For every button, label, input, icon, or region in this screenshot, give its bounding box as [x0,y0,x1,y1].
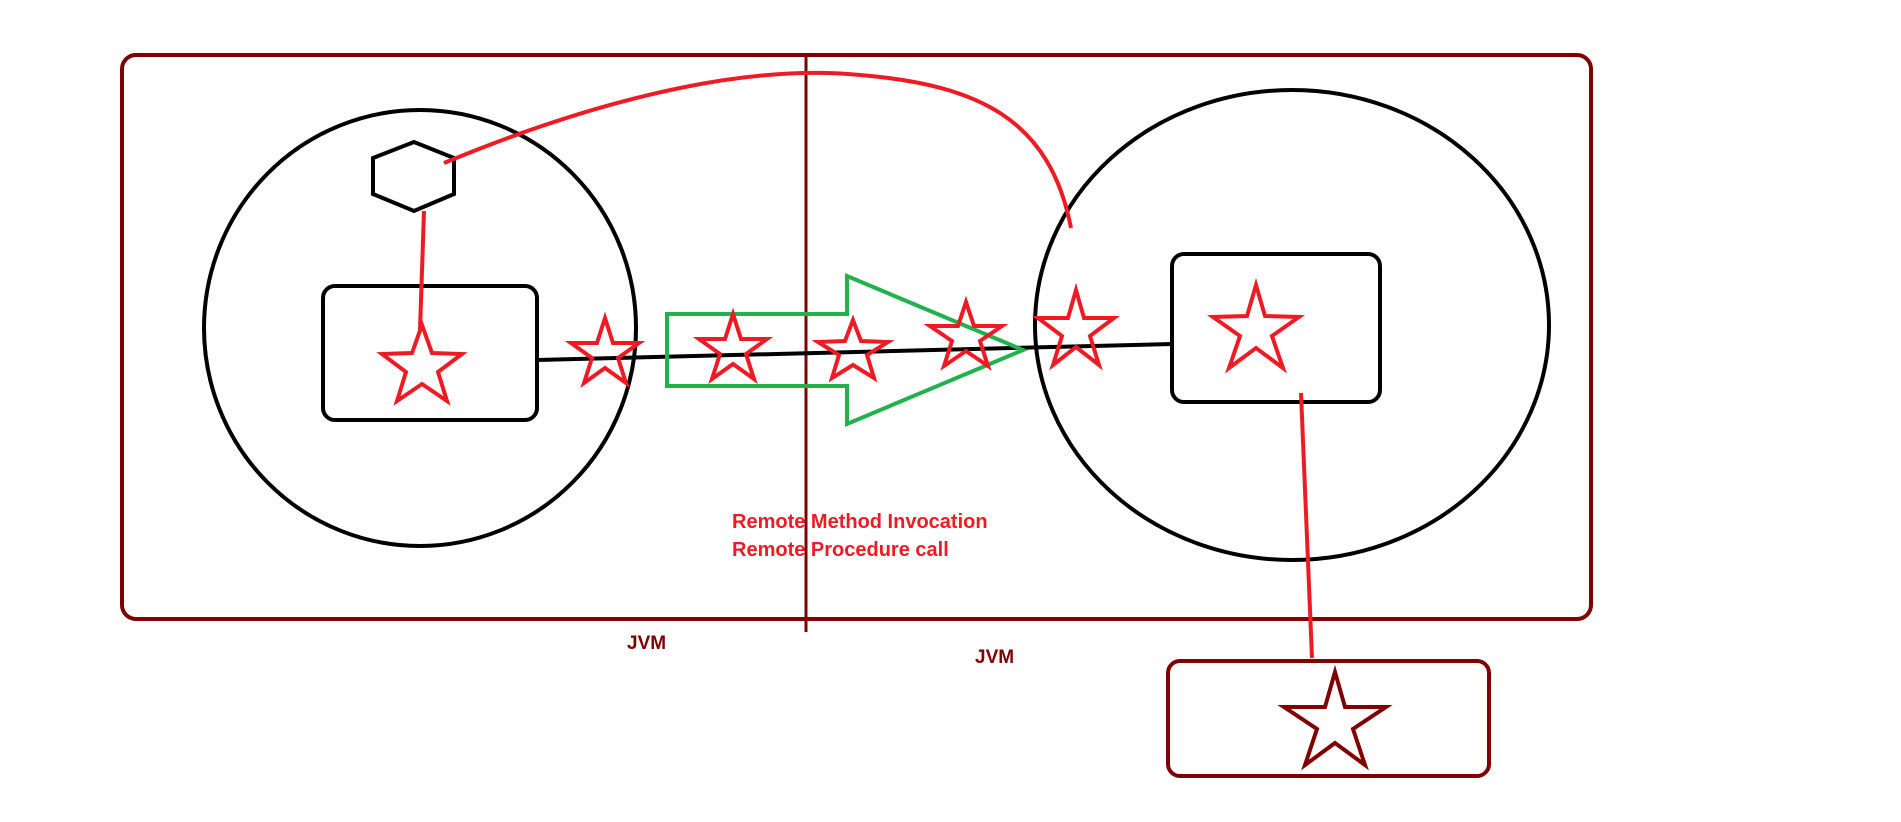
star-icon [1206,277,1306,374]
left-object-box [321,284,539,422]
reference-line-right [1299,392,1314,659]
reference-line-left [418,210,426,331]
left-process-circle [202,108,638,548]
star-icon [1032,282,1120,371]
jvm-container [120,53,1593,621]
remote-reference-curve [443,70,1073,229]
jvm-label-right: JVM [975,647,1014,668]
hexagon-icon [371,139,456,214]
star-icon [692,307,774,385]
star-icon [923,295,1009,371]
rpc-label: Remote Procedure call [732,539,949,561]
right-process-circle [1033,88,1551,562]
star-icon [376,319,468,406]
star-icon [564,311,646,389]
right-object-box [1170,252,1382,404]
rmi-label: Remote Method Invocation [732,511,988,533]
rmi-arrow [665,272,1029,428]
star-icon [811,314,895,383]
star-icon [1277,664,1393,771]
jvm-label-left: JVM [627,633,666,654]
connection-line [536,342,1173,362]
bottom-object-box [1166,659,1491,778]
